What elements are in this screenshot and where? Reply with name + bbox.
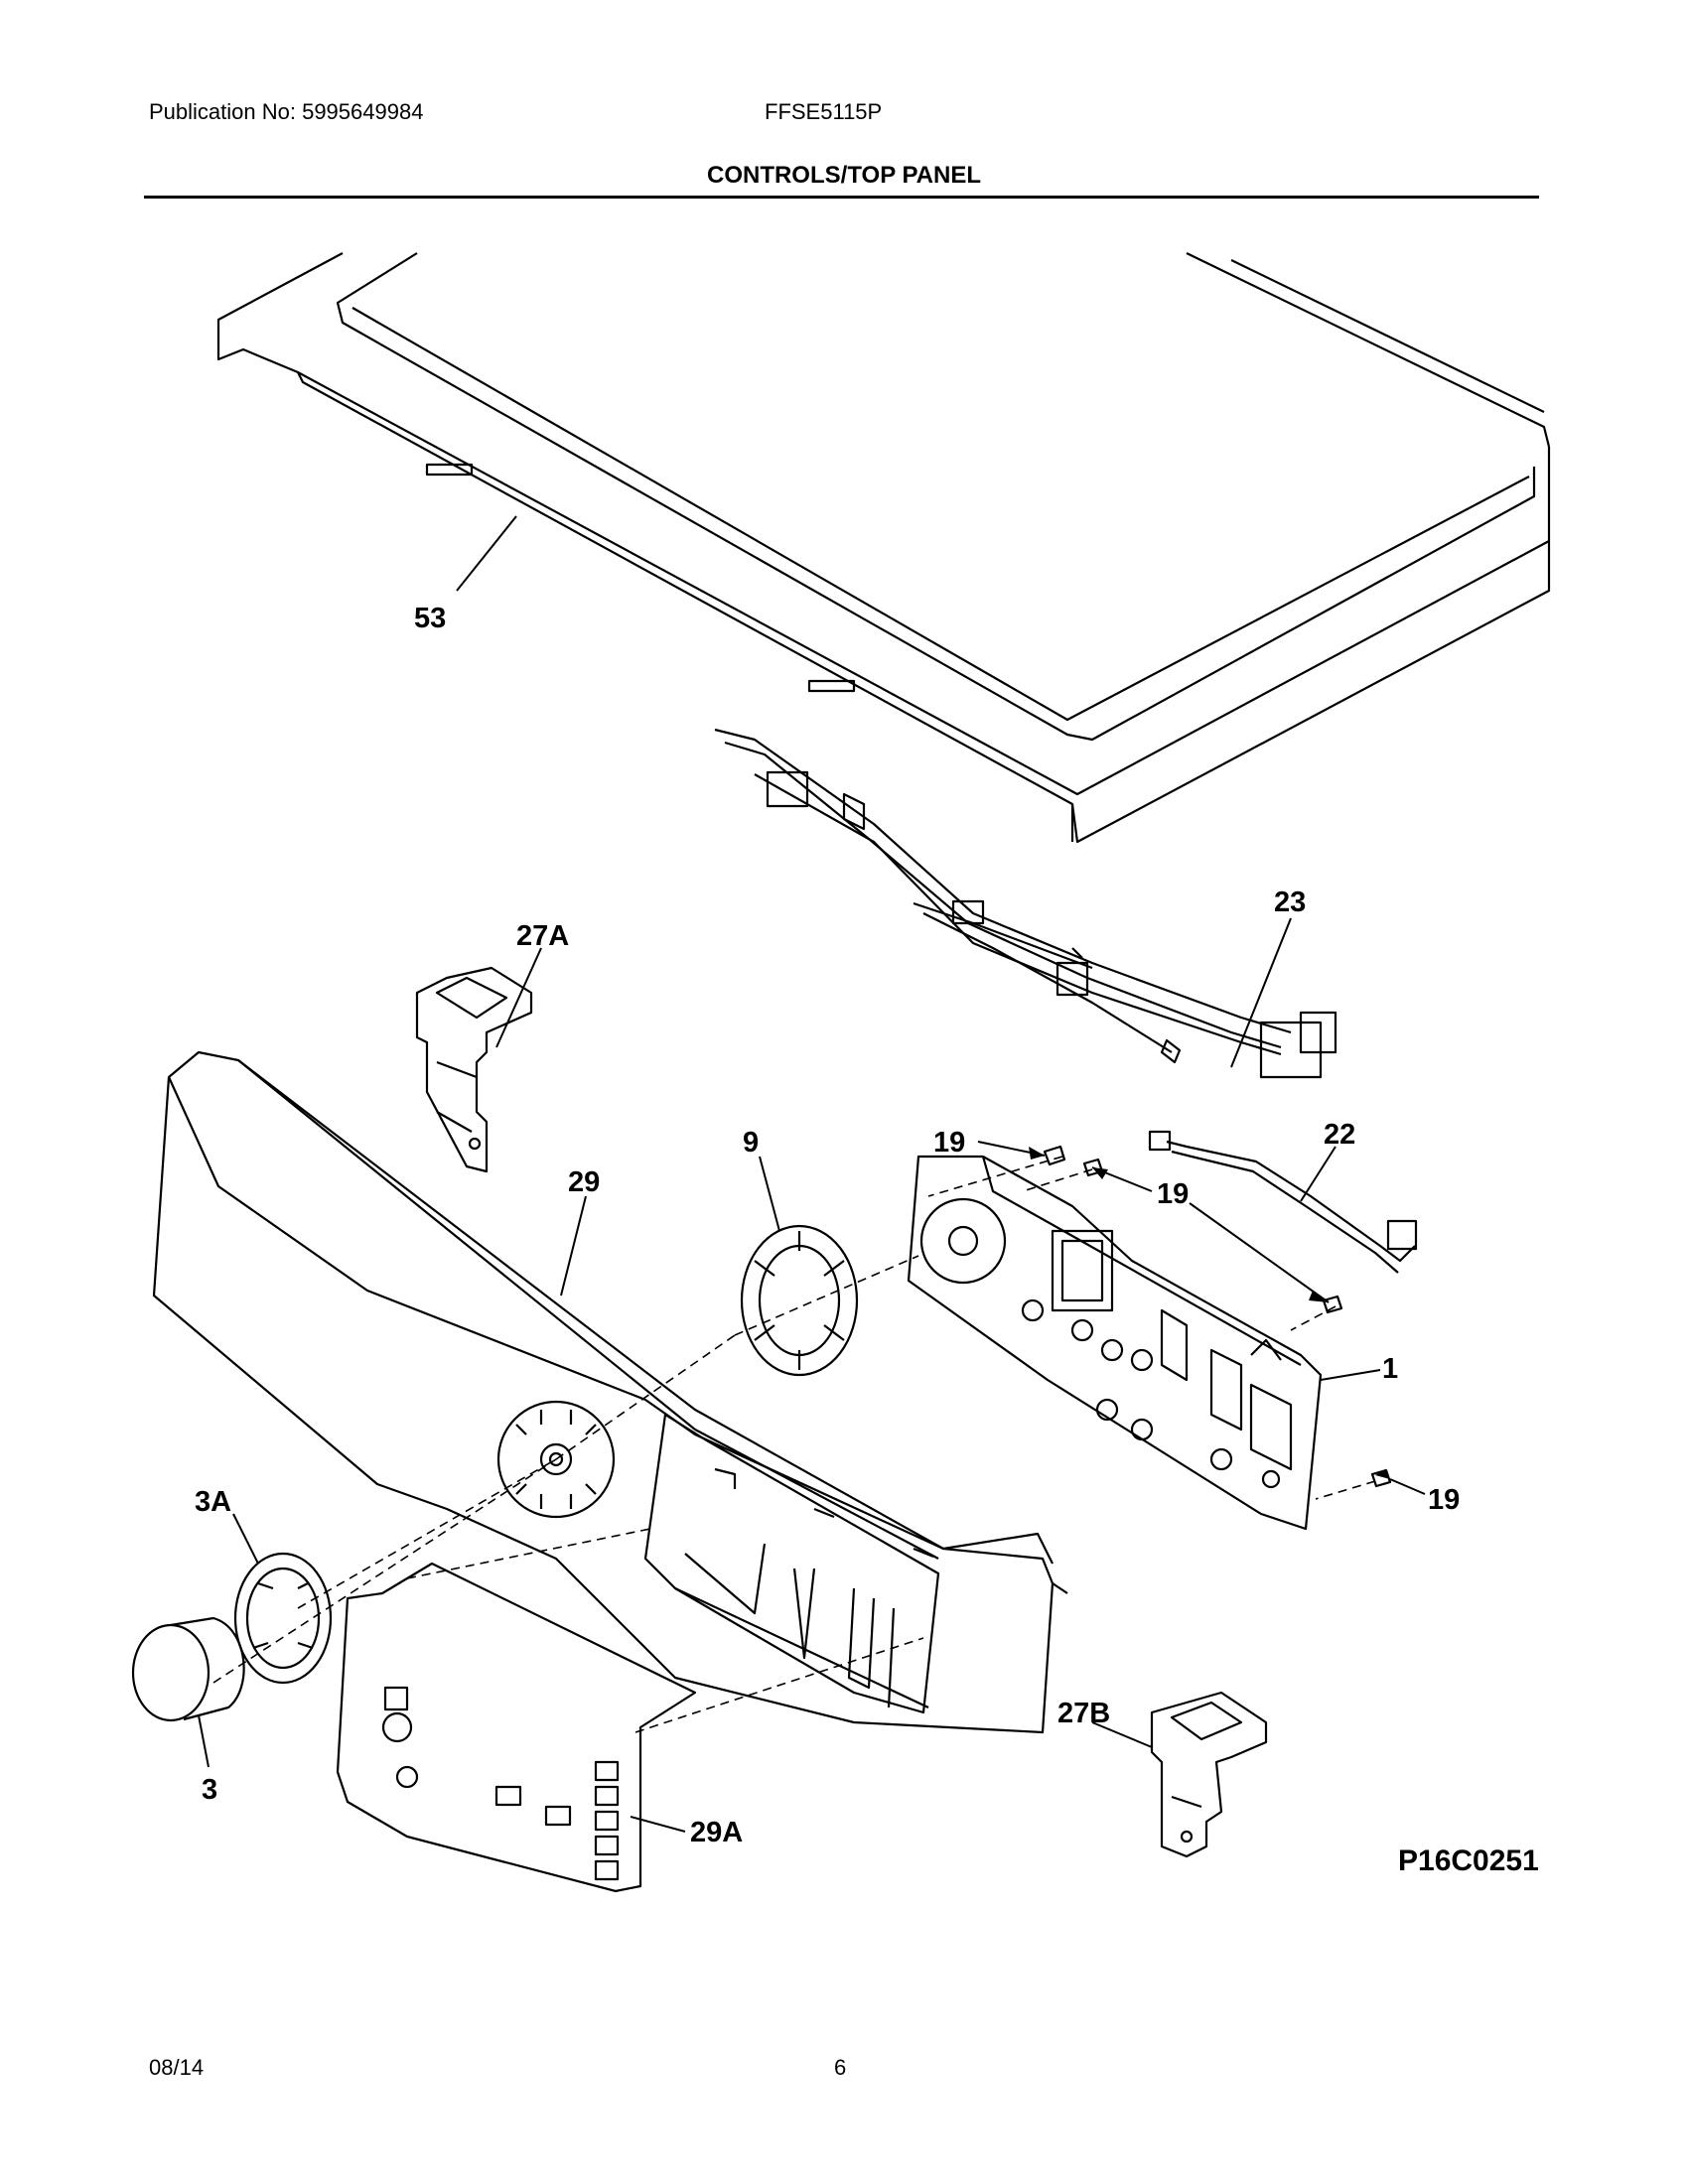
model-number: FFSE5115P <box>765 99 883 124</box>
bracket-27a-part <box>415 966 533 1173</box>
callout-9: 9 <box>743 1127 759 1159</box>
callout-3a: 3A <box>195 1486 231 1518</box>
knob-ring-3a-part <box>233 1552 333 1685</box>
control-board-part <box>907 1155 1323 1531</box>
figure-code: P16C0251 <box>1398 1844 1539 1877</box>
callout-3: 3 <box>202 1774 217 1806</box>
callout-19-middle: 19 <box>1157 1178 1189 1210</box>
callout-23: 23 <box>1274 887 1306 918</box>
page-title: CONTROLS/TOP PANEL <box>706 162 982 189</box>
top-panel-part <box>216 252 1551 844</box>
callout-19-bottom: 19 <box>1428 1484 1460 1516</box>
callout-22: 22 <box>1324 1119 1355 1151</box>
callout-29: 29 <box>568 1166 600 1198</box>
callout-53: 53 <box>414 603 446 634</box>
wire-harness-22-part <box>1148 1130 1418 1274</box>
footer-date: 08/14 <box>149 2055 205 2080</box>
leader-lines <box>198 515 1426 1833</box>
callout-19-top: 19 <box>933 1127 965 1159</box>
callout-27b: 27B <box>1057 1698 1110 1729</box>
callout-1: 1 <box>1382 1353 1398 1385</box>
knob-3-part <box>131 1616 245 1722</box>
page-number: 6 <box>834 2055 847 2080</box>
assembly-lines <box>212 1156 1376 1733</box>
overlay-29a-part <box>336 1562 697 1893</box>
callout-29a: 29A <box>690 1817 743 1848</box>
control-console-part <box>152 1050 1068 1734</box>
wire-harness-part <box>714 728 1337 1079</box>
screws-19-part <box>1043 1145 1392 1488</box>
knob-ring-9-part <box>740 1224 859 1377</box>
header-divider <box>144 196 1539 199</box>
callout-27a: 27A <box>516 920 569 952</box>
publication-number: Publication No: 5995649984 <box>149 99 424 124</box>
bracket-27b-part <box>1150 1691 1268 1858</box>
